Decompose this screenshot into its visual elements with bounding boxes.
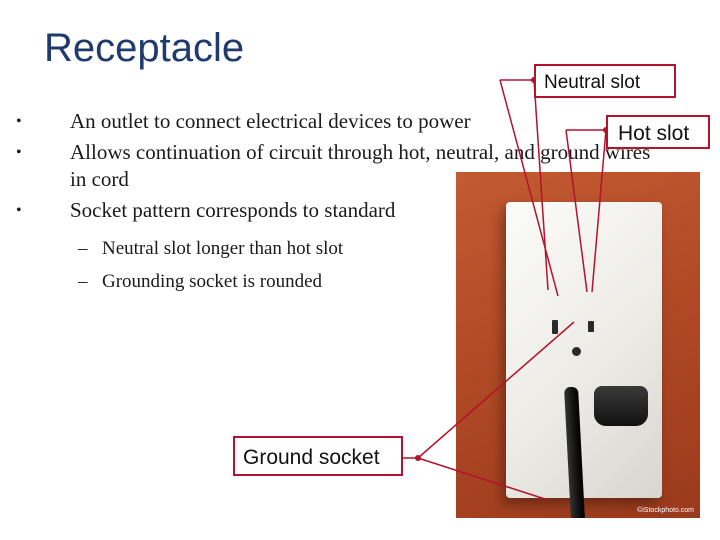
bullet-list: An outlet to connect electrical devices … bbox=[16, 108, 666, 302]
sub-bullet-item: Grounding socket is rounded bbox=[70, 265, 666, 298]
bullet-text: Socket pattern corresponds to standard bbox=[70, 198, 396, 222]
photo-credit: ©iStockphoto.com bbox=[637, 507, 694, 514]
hot-slot bbox=[588, 321, 594, 332]
bullet-item: Socket pattern corresponds to standard N… bbox=[16, 197, 666, 298]
plug bbox=[594, 386, 648, 426]
bullet-item: An outlet to connect electrical devices … bbox=[16, 108, 666, 135]
sub-bullet-list: Neutral slot longer than hot slot Ground… bbox=[70, 232, 666, 298]
slide-title: Receptacle bbox=[44, 26, 245, 70]
neutral-slot-callout: Neutral slot bbox=[534, 64, 676, 98]
sub-bullet-item: Neutral slot longer than hot slot bbox=[70, 232, 666, 265]
ground-hole bbox=[572, 347, 581, 356]
ground-socket-callout: Ground socket bbox=[233, 436, 403, 476]
neutral-slot bbox=[552, 320, 558, 334]
hot-slot-callout: Hot slot bbox=[606, 115, 710, 149]
bullet-item: Allows continuation of circuit through h… bbox=[16, 139, 666, 193]
ground-leader-dot bbox=[415, 455, 421, 461]
